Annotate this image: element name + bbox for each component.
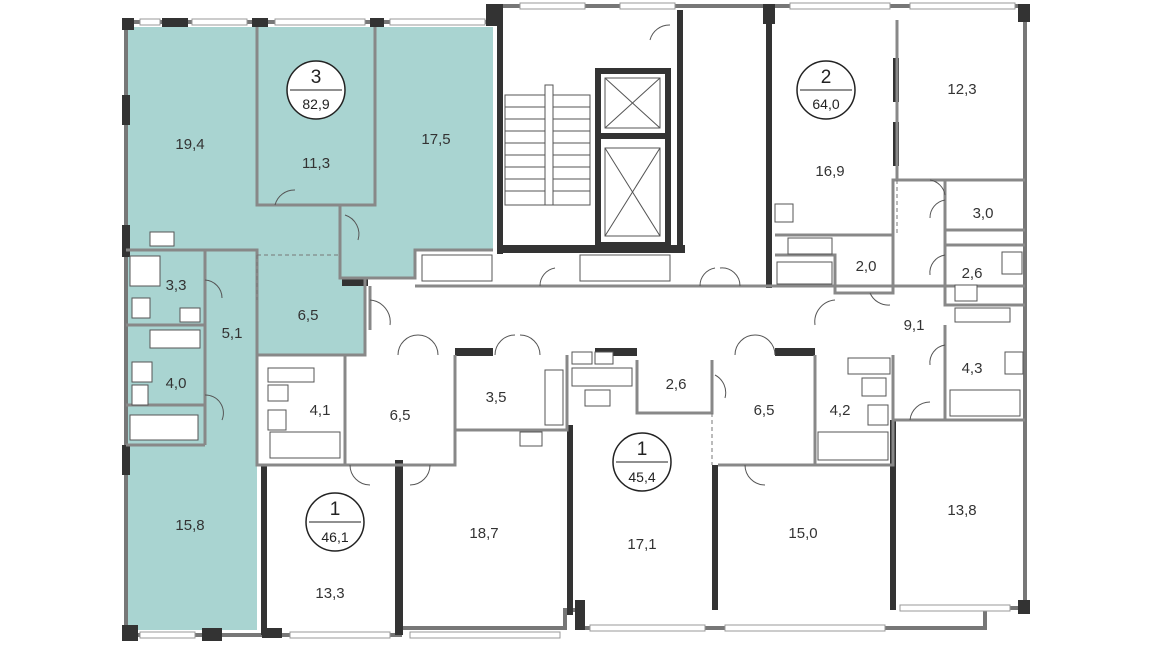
staircase — [504, 84, 591, 206]
room-area-label: 17,5 — [421, 131, 450, 148]
apartment-badge-2-room: 2 64,0 — [796, 60, 856, 120]
room-area-label: 4,1 — [310, 402, 331, 419]
apartment-area: 45,4 — [628, 469, 655, 485]
room-area-label: 16,9 — [815, 163, 844, 180]
apartment-area: 64,0 — [812, 96, 839, 112]
room-area-label: 6,5 — [390, 407, 411, 424]
doors — [204, 24, 946, 486]
room-area-label: 18,7 — [469, 525, 498, 542]
room-area-label: 4,2 — [830, 402, 851, 419]
room-area-label: 9,1 — [904, 317, 925, 334]
room-area-label: 15,0 — [788, 525, 817, 542]
room-area-label: 2,0 — [856, 258, 877, 275]
apartment-rooms: 1 — [330, 499, 341, 520]
room-area-label: 2,6 — [962, 265, 983, 282]
room-area-label: 19,4 — [175, 136, 204, 153]
apartment-rooms: 3 — [311, 67, 322, 88]
room-labels: 19,4 11,3 17,5 3,3 5,1 6,5 4,0 15,8 16,9… — [166, 81, 994, 602]
room-area-label: 6,5 — [754, 402, 775, 419]
zone-dividers — [256, 180, 898, 465]
room-area-label: 3,3 — [166, 277, 187, 294]
room-area-label: 3,5 — [486, 389, 507, 406]
windows — [139, 2, 1016, 639]
interior-walls — [126, 20, 1025, 467]
apartment-area: 82,9 — [302, 96, 329, 112]
room-area-label: 4,0 — [166, 375, 187, 392]
apartment-badge-1-room-center: 1 45,4 — [612, 432, 672, 492]
apartment-badge-3-room: 3 82,9 — [286, 60, 346, 120]
elevators — [604, 77, 661, 237]
room-area-label: 2,6 — [666, 376, 687, 393]
apartment-badge-1-room-west: 1 46,1 — [305, 492, 365, 552]
room-area-label: 13,8 — [947, 502, 976, 519]
room-area-label: 5,1 — [222, 325, 243, 342]
apartment-area: 46,1 — [321, 529, 348, 545]
room-area-label: 11,3 — [302, 155, 330, 172]
bathroom-fixtures — [129, 203, 1024, 461]
room-area-label: 4,3 — [962, 360, 983, 377]
room-area-label: 12,3 — [947, 81, 976, 98]
room-area-label: 6,5 — [298, 307, 319, 324]
room-area-label: 17,1 — [627, 536, 656, 553]
apartment-rooms: 1 — [637, 439, 648, 460]
room-area-label: 13,3 — [315, 585, 344, 602]
apartment-rooms: 2 — [821, 67, 832, 88]
apartment-highlight-3-room — [126, 27, 493, 630]
utility-cabinets — [421, 254, 833, 285]
room-area-label: 15,8 — [175, 517, 204, 534]
room-area-label: 3,0 — [973, 205, 994, 222]
